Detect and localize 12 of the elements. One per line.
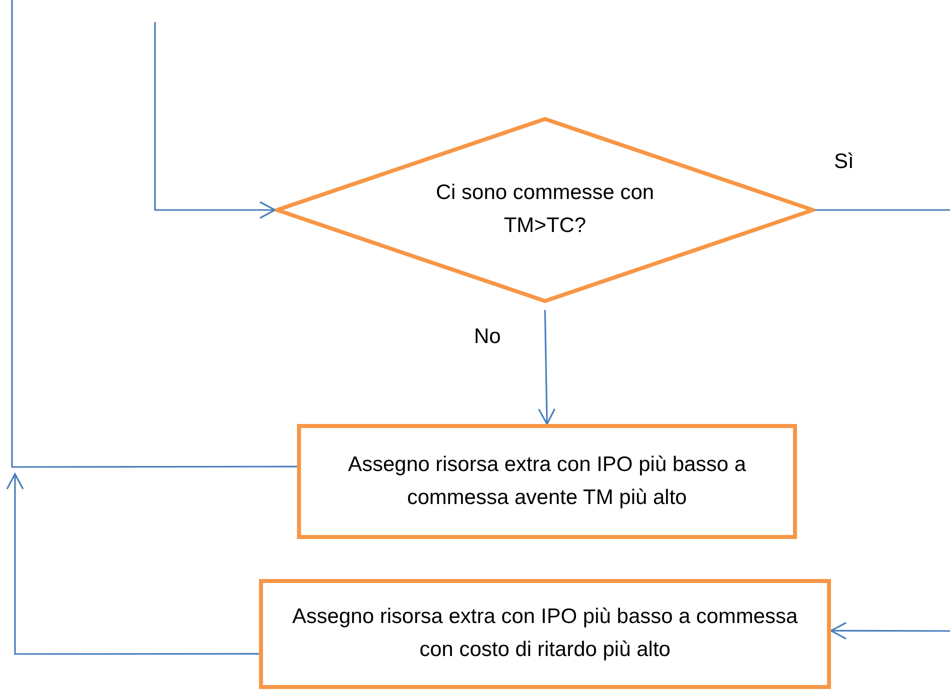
node-text: Assegno risorsa extra con IPO più basso a commessa avente TM più alto [346,452,748,510]
arrow [830,622,950,640]
process-box [297,424,797,539]
arrow [6,473,259,655]
arrow [538,310,556,425]
decision-diamond [275,117,815,303]
connector-line [815,209,950,211]
node-text: Assegno risorsa extra con IPO più basso a commessa con costo di ritardo più alto [291,604,799,663]
connector-line [11,0,297,468]
node-text: Ci sono commesse con TM>TC? [434,180,656,239]
process-box [259,579,831,689]
arrow [154,22,276,219]
